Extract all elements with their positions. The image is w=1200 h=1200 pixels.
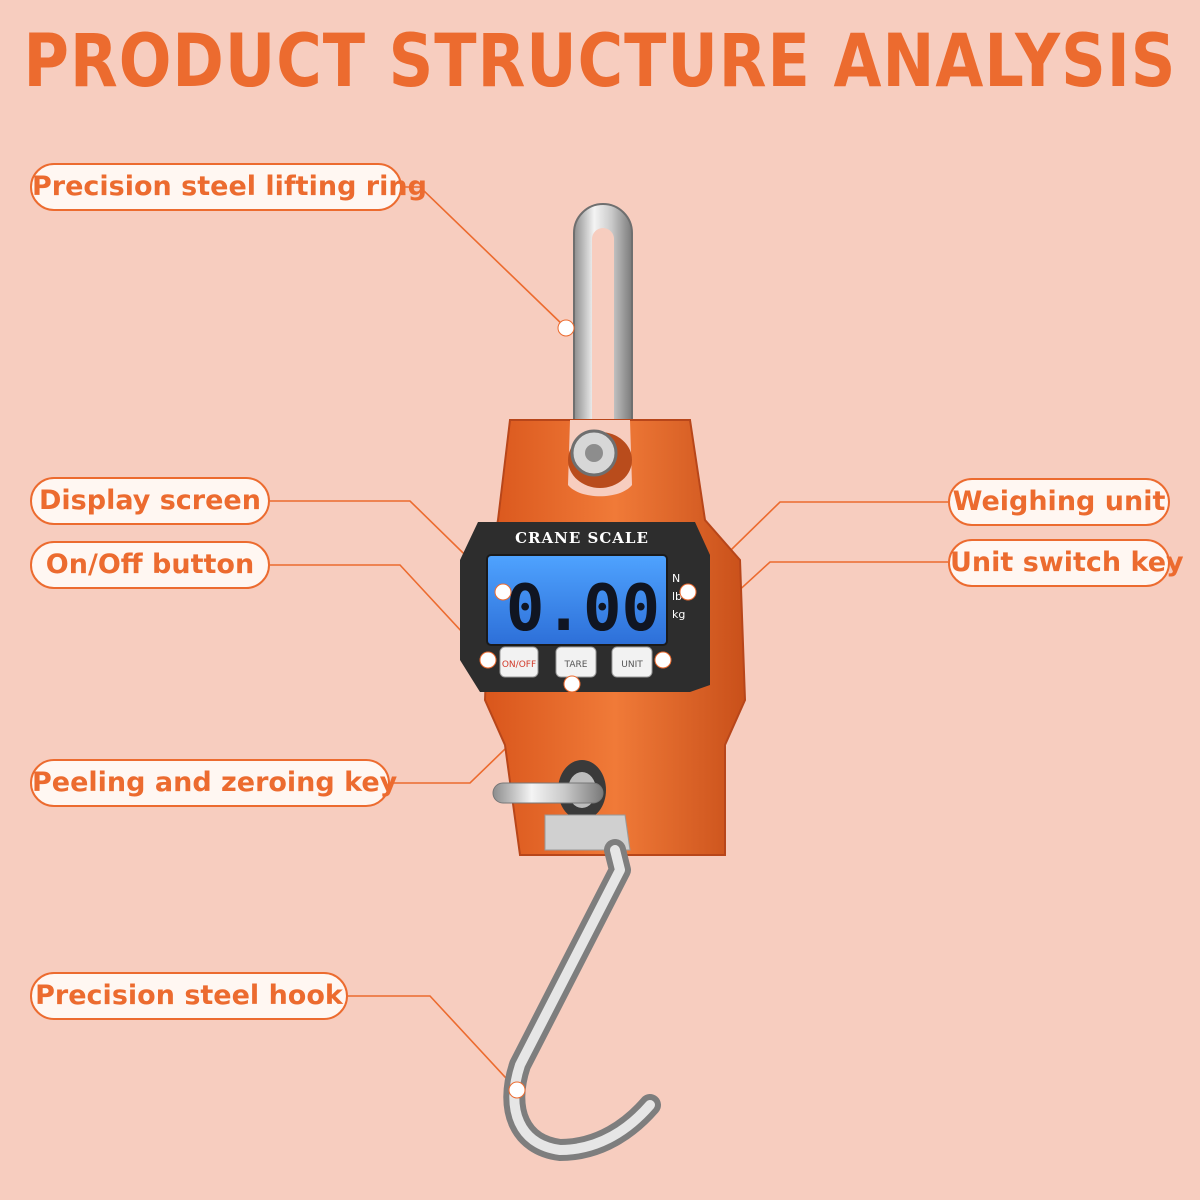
unit-kg: kg (672, 608, 685, 621)
display-panel: CRANE SCALE 0.00 N lb kg ON/OFF TARE UNI… (460, 522, 710, 692)
brand-text: CRANE SCALE (515, 529, 649, 547)
label-onoff-button: On/Off button (30, 541, 270, 589)
tare-key-label: TARE (564, 660, 588, 670)
unit-n: N (672, 572, 680, 585)
onoff-key-label: ON/OFF (502, 660, 536, 670)
unit-lb: lb (672, 590, 682, 603)
lcd-reading: 0.00 (506, 572, 660, 646)
lcd-screen (486, 554, 668, 646)
callout-dots (479, 319, 697, 1099)
page-title: PRODUCT STRUCTURE ANALYSIS (23, 17, 1177, 104)
steel-hook (503, 839, 661, 1161)
label-unit-switch-key: Unit switch key (948, 539, 1184, 587)
label-steel-hook: Precision steel hook (30, 972, 348, 1020)
tare-key[interactable]: TARE (555, 646, 597, 678)
onoff-key[interactable]: ON/OFF (499, 646, 539, 678)
unit-key[interactable]: UNIT (611, 646, 653, 678)
label-weighing-unit: Weighing unit (948, 478, 1170, 526)
label-lifting-ring: Precision steel lifting ring (30, 163, 427, 211)
label-display-screen: Display screen (30, 477, 270, 525)
label-peeling-zeroing-key: Peeling and zeroing key (30, 759, 397, 807)
unit-key-label: UNIT (621, 660, 643, 670)
